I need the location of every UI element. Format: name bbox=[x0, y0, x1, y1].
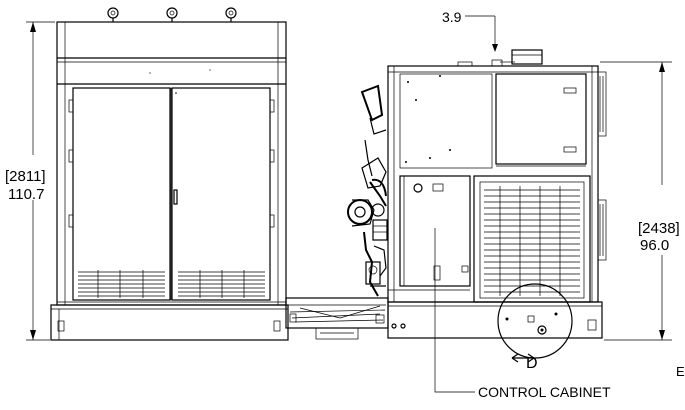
dimension-right bbox=[600, 61, 672, 341]
top-offset-dimension: 3.9 bbox=[442, 9, 462, 25]
edge-letter: E bbox=[676, 364, 685, 379]
left-height-mm: [2811] bbox=[5, 168, 46, 185]
lifting-eye-icon bbox=[166, 7, 178, 22]
dimension-left bbox=[26, 21, 55, 341]
connecting-frame bbox=[285, 297, 389, 340]
side-fins bbox=[597, 71, 607, 261]
louver-right-door bbox=[178, 270, 265, 298]
dimension-top bbox=[465, 15, 515, 63]
lifting-eye-icon bbox=[225, 7, 237, 22]
right-height-in: 96.0 bbox=[640, 237, 669, 254]
control-cabinet-callout: CONTROL CABINET bbox=[478, 384, 611, 400]
radiator-grille bbox=[473, 175, 591, 303]
louver-left-door bbox=[78, 270, 165, 298]
engine-piping bbox=[347, 84, 388, 297]
left-height-in: 110.7 bbox=[8, 186, 44, 203]
right-unit bbox=[387, 49, 607, 363]
detail-marker: D bbox=[526, 355, 538, 372]
lifting-eye-icon bbox=[107, 7, 119, 22]
callout-leader bbox=[434, 228, 475, 393]
right-height-mm: [2438] bbox=[638, 220, 680, 237]
left-enclosure bbox=[50, 7, 289, 341]
detail-circle-d bbox=[497, 283, 573, 363]
